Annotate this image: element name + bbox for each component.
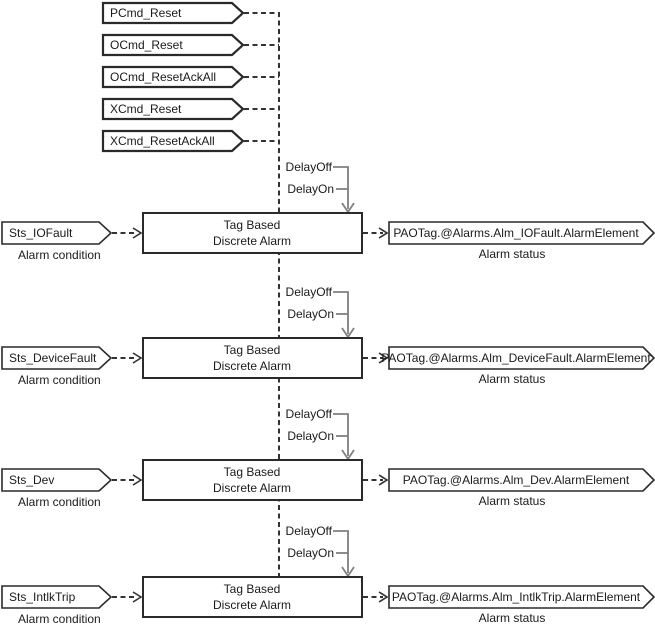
- command-input-tag: PCmd_Reset: [101, 1, 245, 25]
- alarm-block-label-line1: Tag Based: [224, 218, 281, 232]
- delay-off-label: DelayOff: [286, 407, 333, 421]
- input-caption: Alarm condition: [18, 373, 101, 387]
- delay-connector: DelayOff DelayOn: [286, 160, 355, 214]
- output-tag-label: PAOTag.@Alarms.Alm_IntlkTrip.AlarmElemen…: [392, 590, 641, 604]
- alarm-block-label-line2: Discrete Alarm: [213, 481, 291, 495]
- delay-off-label: DelayOff: [286, 524, 333, 538]
- right-arrow-icon: [132, 591, 143, 603]
- input-tag-label: Sts_DeviceFault: [9, 351, 97, 365]
- command-tag-label: XCmd_Reset: [110, 102, 182, 116]
- delay-off-label: DelayOff: [286, 285, 333, 299]
- command-tag-shape: [101, 97, 245, 121]
- output-tag: [388, 221, 655, 245]
- input-tag: [1, 221, 113, 245]
- alarm-block-label-line2: Discrete Alarm: [213, 359, 291, 373]
- right-arrow-icon: [378, 227, 389, 239]
- command-input-tag: OCmd_Reset: [101, 33, 245, 57]
- alarm-block: [142, 459, 363, 501]
- command-input-tag: XCmd_Reset: [101, 97, 245, 121]
- delay-off-line: [333, 530, 349, 573]
- command-tag-label: OCmd_ResetAckAll: [110, 70, 216, 84]
- alarm-row: DelayOff DelayOn Tag Based Discrete Alar…: [1, 524, 655, 626]
- command-input-tag: XCmd_ResetAckAll: [101, 129, 245, 153]
- command-input-tags: PCmd_Reset OCmd_Reset OCmd_ResetAckAll X…: [101, 1, 245, 153]
- delay-on-label: DelayOn: [287, 182, 334, 196]
- right-arrow-icon: [378, 591, 389, 603]
- command-tag-label: PCmd_Reset: [110, 6, 182, 20]
- output-tag: [388, 468, 655, 492]
- alarm-row: DelayOff DelayOn Tag Based Discrete Alar…: [1, 285, 655, 387]
- delay-off-line: [333, 291, 349, 334]
- output-caption: Alarm status: [479, 611, 546, 625]
- output-tag-label: PAOTag.@Alarms.Alm_IOFault.AlarmElement: [393, 226, 639, 240]
- input-caption: Alarm condition: [18, 248, 101, 262]
- input-tag-label: Sts_Dev: [9, 473, 54, 487]
- delay-connector: DelayOff DelayOn: [286, 285, 355, 339]
- right-arrow-icon: [378, 474, 389, 486]
- input-tag: [1, 346, 113, 370]
- output-caption: Alarm status: [479, 494, 546, 508]
- alarm-block-label-line1: Tag Based: [224, 582, 281, 596]
- alarm-row: DelayOff DelayOn Tag Based Discrete Alar…: [1, 160, 655, 262]
- command-tag-label: OCmd_Reset: [110, 38, 183, 52]
- command-tag-label: XCmd_ResetAckAll: [110, 134, 215, 148]
- input-tag: [1, 468, 113, 492]
- delay-connector: DelayOff DelayOn: [286, 524, 355, 578]
- right-arrow-icon: [378, 352, 389, 364]
- command-tag-shape: [101, 65, 245, 89]
- output-caption: Alarm status: [479, 372, 546, 386]
- alarm-block-label-line1: Tag Based: [224, 343, 281, 357]
- input-caption: Alarm condition: [18, 495, 101, 509]
- alarm-block: [142, 212, 363, 254]
- delay-off-line: [333, 413, 349, 456]
- bus-line: [244, 12, 280, 577]
- delay-off-label: DelayOff: [286, 160, 333, 174]
- delay-connector: DelayOff DelayOn: [286, 407, 355, 461]
- alarm-block: [142, 576, 363, 618]
- right-arrow-icon: [132, 474, 143, 486]
- command-tag-shape: [101, 33, 245, 57]
- alarm-block: [142, 337, 363, 379]
- right-arrow-icon: [132, 227, 143, 239]
- delay-off-line: [333, 166, 349, 209]
- alarm-row: DelayOff DelayOn Tag Based Discrete Alar…: [1, 407, 655, 509]
- input-caption: Alarm condition: [18, 612, 101, 626]
- output-caption: Alarm status: [479, 247, 546, 261]
- output-tag: [388, 346, 655, 370]
- alarm-block-label-line2: Discrete Alarm: [213, 598, 291, 612]
- output-tag: [388, 585, 655, 609]
- delay-on-label: DelayOn: [287, 307, 334, 321]
- command-tag-shape: [101, 1, 245, 25]
- input-tag-label: Sts_IntlkTrip: [9, 590, 76, 604]
- alarm-block-label-line2: Discrete Alarm: [213, 234, 291, 248]
- output-tag-label: PAOTag.@Alarms.Alm_DeviceFault.AlarmElem…: [381, 351, 651, 365]
- input-tag-label: Sts_IOFault: [9, 226, 73, 240]
- reset-command-bus: [244, 12, 280, 577]
- command-input-tag: OCmd_ResetAckAll: [101, 65, 245, 89]
- right-arrow-icon: [132, 352, 143, 364]
- output-tag-label: PAOTag.@Alarms.Alm_Dev.AlarmElement: [403, 473, 630, 487]
- delay-on-label: DelayOn: [287, 546, 334, 560]
- alarm-block-label-line1: Tag Based: [224, 465, 281, 479]
- delay-on-label: DelayOn: [287, 429, 334, 443]
- command-tag-shape: [101, 129, 245, 153]
- input-tag: [1, 585, 113, 609]
